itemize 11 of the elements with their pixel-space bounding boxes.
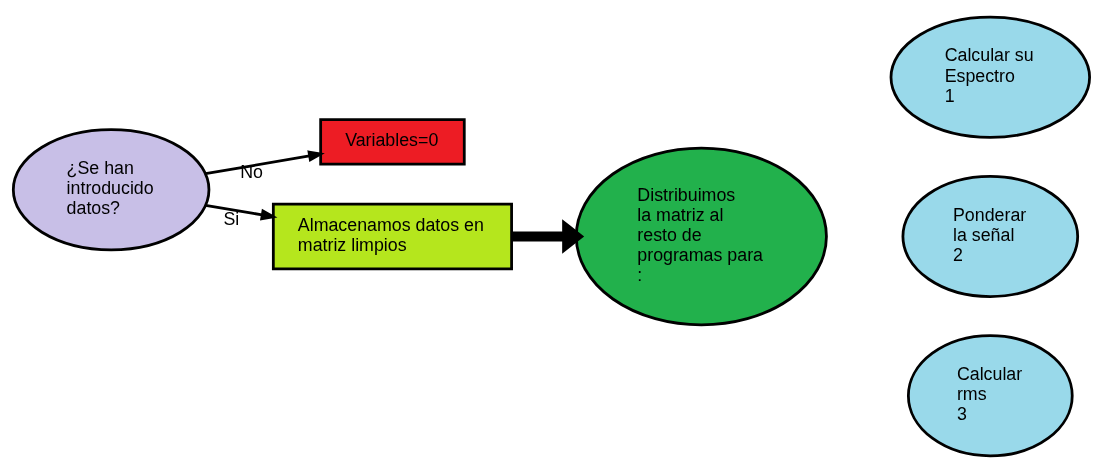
node-box: Almacenamos datos en matriz limpios xyxy=(271,202,513,270)
arrow xyxy=(205,149,325,175)
node-ellipse: Distribuimos la matriz al resto de programas para : xyxy=(574,146,828,326)
node-ellipse: Calcular rms 3 xyxy=(907,333,1074,457)
node-ellipse: Calcular su Espectro 1 xyxy=(889,15,1091,139)
arrow xyxy=(205,203,278,220)
arrow xyxy=(511,218,585,254)
node-ellipse: ¿Se han introducido datos? xyxy=(11,127,211,251)
node-ellipse: Ponderar la señal 2 xyxy=(901,174,1080,298)
node-box: Variables=0 xyxy=(319,117,466,165)
edge-label: Si xyxy=(223,208,240,229)
